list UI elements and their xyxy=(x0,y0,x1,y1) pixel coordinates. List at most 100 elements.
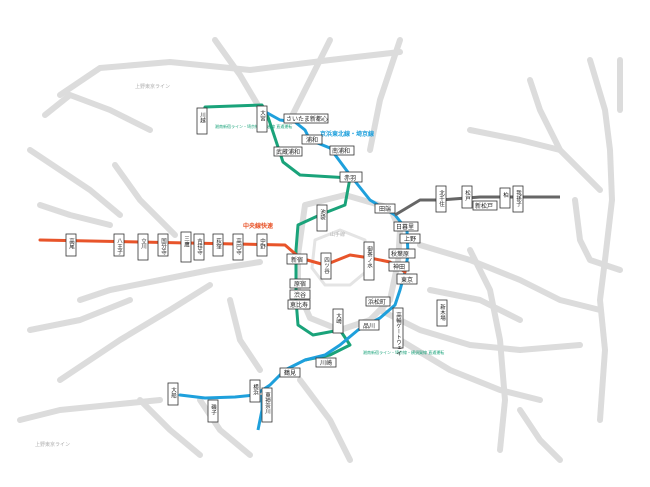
station-matsudo[interactable]: 松戸 xyxy=(461,185,473,209)
svg-text:荻窪: 荻窪 xyxy=(215,237,222,251)
svg-text:四ツ谷: 四ツ谷 xyxy=(323,257,330,275)
svg-text:新松戸: 新松戸 xyxy=(475,202,493,210)
shonan-shinjuku-line xyxy=(200,103,352,337)
station-takanawa-gateway[interactable]: 高輪ゲートウェイ xyxy=(392,307,404,357)
gray-label: 上野東京ライン xyxy=(35,441,70,448)
svg-text:田端: 田端 xyxy=(379,205,391,213)
svg-text:上野: 上野 xyxy=(404,235,416,243)
station-ogikubo[interactable]: 荻窪 xyxy=(212,233,224,257)
svg-text:新木場: 新木場 xyxy=(439,303,446,322)
svg-text:北千住: 北千住 xyxy=(438,189,445,207)
shonan-note-top: 湘南新宿ライン・埼京線・川越線 直通運転 xyxy=(215,123,292,129)
station-shinagawa[interactable]: 品川 xyxy=(358,319,380,331)
station-minami-urawa[interactable]: 南浦和 xyxy=(329,145,355,156)
svg-text:川崎: 川崎 xyxy=(320,359,332,367)
svg-text:横浜: 横浜 xyxy=(252,383,259,397)
station-tachikawa[interactable]: 立川 xyxy=(137,233,149,261)
svg-text:御茶ノ水: 御茶ノ水 xyxy=(366,245,373,269)
background-lines xyxy=(17,37,623,463)
station-nippori[interactable]: 日暮里 xyxy=(393,221,419,232)
svg-text:原宿: 原宿 xyxy=(294,280,306,288)
station-shinjuku[interactable]: 新宿 xyxy=(286,253,308,265)
station-urawa[interactable]: 浦和 xyxy=(301,134,323,145)
svg-text:高円寺: 高円寺 xyxy=(235,237,242,255)
station-hachioji[interactable]: 八王子 xyxy=(113,233,125,257)
stations: さいたま新都心 浦和 武蔵浦和 南浦和 赤羽 田端 日暮里 上野 xyxy=(273,113,498,378)
joban-line xyxy=(394,195,560,217)
svg-text:三鷹: 三鷹 xyxy=(183,236,190,249)
station-kanda[interactable]: 神田 xyxy=(388,261,410,272)
svg-text:大宮: 大宮 xyxy=(259,109,266,123)
station-tabata[interactable]: 田端 xyxy=(374,203,396,214)
background-labels: 上野東京ライン 上野東京ライン 山手線 xyxy=(35,83,345,448)
station-harajuku[interactable]: 原宿 xyxy=(289,278,311,289)
svg-text:池袋: 池袋 xyxy=(319,208,326,222)
station-abiko[interactable]: 我孫子 xyxy=(512,185,524,213)
station-ebisu[interactable]: 恵比寿 xyxy=(287,299,311,310)
stations-vertical: 川越 大宮 池袋 御茶ノ水 四ツ谷 大崎 高輪ゲートウェイ 新木場 xyxy=(65,105,524,423)
station-akabane[interactable]: 赤羽 xyxy=(339,171,363,183)
svg-text:品川: 品川 xyxy=(363,323,375,330)
station-ochanomizu[interactable]: 御茶ノ水 xyxy=(363,241,375,281)
svg-text:渋谷: 渋谷 xyxy=(294,291,306,299)
station-kichijoji[interactable]: 吉祥寺 xyxy=(193,233,205,261)
station-shibuya[interactable]: 渋谷 xyxy=(289,289,311,300)
station-kokubunji[interactable]: 国分寺 xyxy=(157,233,169,257)
station-kita-senju-east[interactable]: 新松戸 xyxy=(472,200,498,211)
station-osaki[interactable]: 大崎 xyxy=(332,308,344,334)
chuo-rapid-line xyxy=(38,238,407,274)
svg-text:恵比寿: 恵比寿 xyxy=(290,301,308,309)
svg-text:南浦和: 南浦和 xyxy=(332,147,350,155)
station-ikebukuro[interactable]: 池袋 xyxy=(316,204,328,232)
keihin-line-label: 京浜東北線・埼京線 xyxy=(320,130,374,138)
station-kawagoe[interactable]: 川越 xyxy=(196,107,208,135)
gray-label: 山手線 xyxy=(330,231,345,238)
svg-text:浦和: 浦和 xyxy=(306,136,318,144)
svg-text:秋葉原: 秋葉原 xyxy=(391,250,409,258)
chuo-line-label: 中央線快速 xyxy=(243,222,273,230)
station-shin-kiba[interactable]: 新木場 xyxy=(436,299,448,327)
svg-text:武蔵浦和: 武蔵浦和 xyxy=(276,148,300,156)
svg-text:さいたま新都心: さいたま新都心 xyxy=(286,115,328,123)
station-hamamatsucho[interactable]: 浜松町 xyxy=(365,296,391,307)
svg-text:高尾: 高尾 xyxy=(68,237,75,251)
svg-text:鶴見: 鶴見 xyxy=(284,369,296,377)
svg-text:大船: 大船 xyxy=(170,386,177,400)
svg-text:川越: 川越 xyxy=(199,112,206,124)
svg-text:国分寺: 国分寺 xyxy=(160,238,167,255)
station-akihabara[interactable]: 秋葉原 xyxy=(388,248,416,259)
station-ueno[interactable]: 上野 xyxy=(399,233,421,244)
gray-label: 上野東京ライン xyxy=(135,83,170,90)
station-takao[interactable]: 高尾 xyxy=(65,233,77,257)
station-kita-senju[interactable]: 北千住 xyxy=(435,185,447,213)
svg-text:高輪ゲートウェイ: 高輪ゲートウェイ xyxy=(395,311,402,357)
station-omiya[interactable]: 大宮 xyxy=(256,105,268,133)
station-higashi-kanagawa[interactable]: 東神奈川 xyxy=(261,387,273,423)
svg-text:浜松町: 浜松町 xyxy=(368,298,386,306)
svg-text:八王子: 八王子 xyxy=(116,238,123,255)
svg-text:大崎: 大崎 xyxy=(335,312,342,325)
svg-text:神田: 神田 xyxy=(393,263,405,271)
station-tsurumi[interactable]: 鶴見 xyxy=(279,367,301,378)
svg-text:新宿: 新宿 xyxy=(291,256,303,264)
station-yokohama[interactable]: 横浜 xyxy=(249,379,261,403)
station-ofuna[interactable]: 大船 xyxy=(167,382,179,406)
station-saitama-shintoshin[interactable]: さいたま新都心 xyxy=(283,113,329,124)
station-yotsuya[interactable]: 四ツ谷 xyxy=(320,252,332,280)
station-isogo[interactable]: 磯子 xyxy=(207,399,219,423)
station-kawasaki[interactable]: 川崎 xyxy=(315,357,337,368)
shonan-note-bottom: 湘南新宿ライン・埼京線・横須賀線 直通運転 xyxy=(363,349,444,355)
svg-text:磯子: 磯子 xyxy=(210,403,217,416)
station-kashiwa[interactable]: 柏 xyxy=(499,187,511,209)
svg-text:日暮里: 日暮里 xyxy=(396,223,414,231)
station-nakano[interactable]: 中野 xyxy=(256,233,268,257)
svg-text:立川: 立川 xyxy=(140,237,147,250)
svg-text:中野: 中野 xyxy=(259,237,266,250)
svg-text:東京: 東京 xyxy=(401,276,413,284)
station-musashi-urawa[interactable]: 武蔵浦和 xyxy=(273,146,303,157)
station-tokyo[interactable]: 東京 xyxy=(396,273,418,285)
station-koenji[interactable]: 高円寺 xyxy=(232,233,244,261)
station-mitaka[interactable]: 三鷹 xyxy=(180,231,192,263)
svg-text:赤羽: 赤羽 xyxy=(344,175,356,182)
